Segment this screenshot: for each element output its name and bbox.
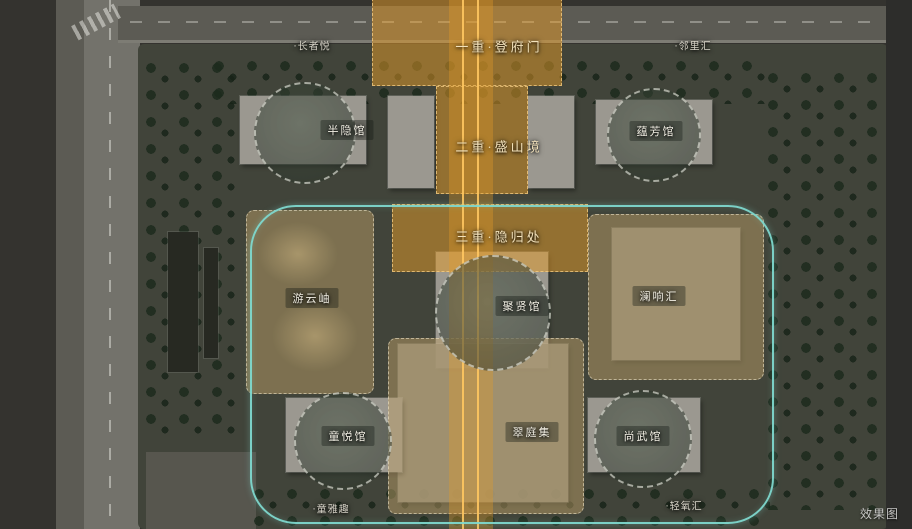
building-east-zone — [611, 227, 741, 361]
label-shangwuguan: 尚武馆 — [616, 426, 670, 446]
label-banyinguan: 半隐馆 — [320, 120, 374, 140]
circle-shangwuguan — [594, 390, 692, 488]
label-juxianguan: 聚贤馆 — [495, 296, 549, 316]
label-tongyueguan: 童悦馆 — [321, 426, 375, 446]
left-sidewalk — [56, 0, 86, 529]
zone-lanxianghui — [588, 214, 764, 380]
label-tongyaqu: ·童雅趣 — [312, 504, 350, 516]
watermark-rendering: 效果图 — [859, 507, 899, 521]
label-youyunxiu: 游云岫 — [285, 288, 339, 308]
building-left-slab-1 — [167, 231, 199, 373]
building-axis-west — [387, 95, 435, 189]
left-road-lane-line — [109, 0, 111, 529]
teal-boundary — [250, 205, 774, 524]
label-changzheyue: ·长者悦 — [293, 41, 331, 53]
circle-banyinguan — [254, 82, 356, 184]
label-lanxianghui: 澜响汇 — [632, 286, 686, 306]
label-cuitingji: 翠庭集 — [505, 422, 559, 442]
bottom-left-plaza — [146, 452, 256, 529]
label-qingyanghui: ·轻氧汇 — [665, 501, 703, 513]
circle-juxianguan — [435, 255, 551, 371]
right-edge-strip — [886, 0, 912, 529]
garden-path-blob-2 — [272, 300, 358, 372]
left-road — [84, 0, 140, 529]
label-tier1-gate: 一重·登府门 — [455, 39, 543, 55]
circle-tongyueguan — [294, 392, 392, 490]
label-linlihui: ·邻里汇 — [674, 41, 712, 53]
circle-yunfangguan — [607, 88, 701, 182]
building-south-center — [397, 343, 569, 503]
axis-gate-zone — [372, 0, 562, 86]
building-left-slab-2 — [203, 247, 219, 359]
label-tier2-mountain: 二重·盛山境 — [455, 139, 543, 155]
label-yunfangguan: 蕴芳馆 — [629, 121, 683, 141]
building-axis-east — [527, 95, 575, 189]
label-tier3-retreat: 三重·隐归处 — [455, 229, 543, 245]
axis-tier2-zone — [436, 86, 528, 194]
